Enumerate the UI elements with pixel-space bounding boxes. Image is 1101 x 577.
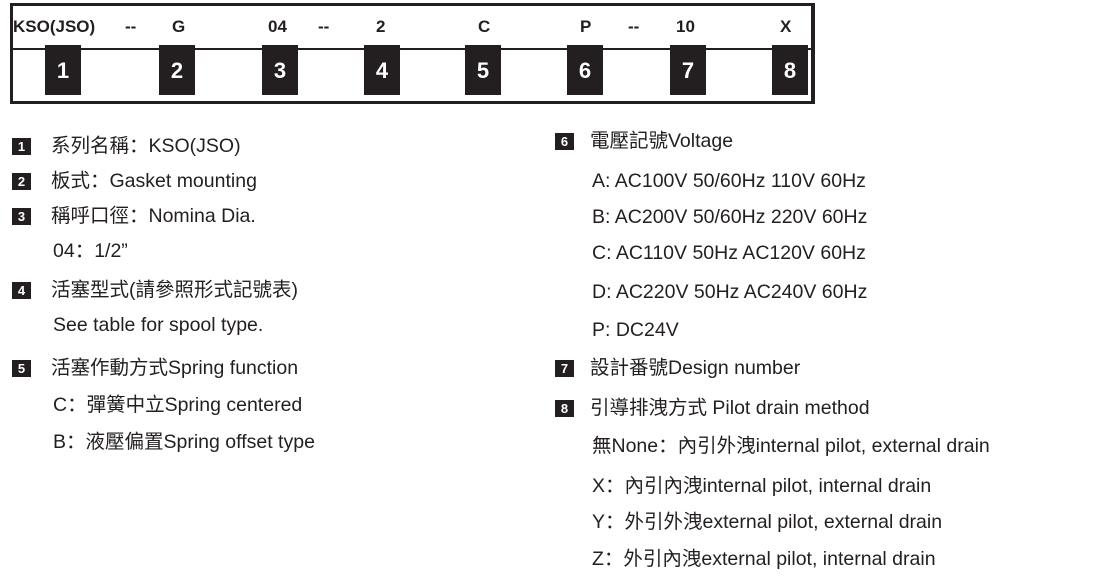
- model-code-segment: KSO(JSO): [13, 17, 96, 36]
- legend-item-text: 稱呼口徑：Nomina Dia.: [51, 205, 256, 227]
- position-number-cell: 1: [45, 45, 81, 95]
- model-code-segment: X: [780, 17, 792, 36]
- item-number-badge: 5: [12, 360, 31, 377]
- model-code-segment: G: [172, 17, 186, 36]
- model-code-segment: 10: [676, 17, 695, 36]
- legend-item-text: C：彈簧中立Spring centered: [53, 394, 303, 416]
- position-number-cell: 2: [159, 45, 195, 95]
- position-number-cell: 4: [364, 45, 400, 95]
- legend-item-text: B: AC200V 50/60Hz 220V 60Hz: [592, 206, 868, 228]
- item-number-badge: 3: [12, 208, 31, 225]
- model-code-segment: C: [478, 17, 491, 36]
- legend-item-text: P: DC24V: [592, 319, 679, 341]
- position-number-cell: 5: [465, 45, 501, 95]
- legend-item-text: C: AC110V 50Hz AC120V 60Hz: [592, 242, 866, 264]
- model-code-segment: 2: [376, 17, 386, 36]
- model-code-segment: --: [628, 17, 640, 36]
- model-code-box: [10, 3, 815, 104]
- model-code-segment: P: [580, 17, 592, 36]
- divider: [13, 48, 811, 50]
- item-number-badge: 6: [555, 133, 574, 150]
- item-number-badge: 7: [555, 360, 574, 377]
- model-code-segment: 04: [268, 17, 287, 36]
- position-number-cell: 6: [567, 45, 603, 95]
- legend-item-text: 設計番號Design number: [590, 357, 801, 379]
- legend-item-text: 電壓記號Voltage: [590, 130, 734, 152]
- position-number-cell: 7: [670, 45, 706, 95]
- legend-item-text: 系列名稱：KSO(JSO): [51, 135, 241, 157]
- legend-item-text: D: AC220V 50Hz AC240V 60Hz: [592, 281, 868, 303]
- position-number-cell: 8: [772, 45, 808, 95]
- legend-item-text: A: AC100V 50/60Hz 110V 60Hz: [592, 170, 866, 192]
- legend-item-text: 活塞作動方式Spring function: [51, 357, 299, 379]
- legend-item-text: X：內引內洩internal pilot, internal drain: [592, 475, 932, 497]
- legend-item-text: 04：1/2”: [53, 240, 128, 262]
- model-code-segment: --: [125, 17, 137, 36]
- item-number-badge: 1: [12, 138, 31, 155]
- legend-item-text: B：液壓偏置Spring offset type: [53, 431, 315, 453]
- legend-item-text: 板式：Gasket mounting: [51, 170, 257, 192]
- item-number-badge: 2: [12, 173, 31, 190]
- legend-item-text: 活塞型式(請參照形式記號表): [51, 279, 298, 301]
- legend-item-text: Y：外引外洩external pilot, external drain: [592, 511, 943, 533]
- legend-item-text: Z：外引內洩external pilot, internal drain: [592, 548, 936, 570]
- item-number-badge: 4: [12, 282, 31, 299]
- position-number-cell: 3: [262, 45, 298, 95]
- item-number-badge: 8: [555, 400, 574, 417]
- legend-item-text: 無None：內引外洩internal pilot, external drain: [592, 435, 990, 457]
- model-code-segment: --: [318, 17, 330, 36]
- legend-item-text: See table for spool type.: [53, 314, 264, 336]
- legend-item-text: 引導排洩方式 Pilot drain method: [590, 397, 870, 419]
